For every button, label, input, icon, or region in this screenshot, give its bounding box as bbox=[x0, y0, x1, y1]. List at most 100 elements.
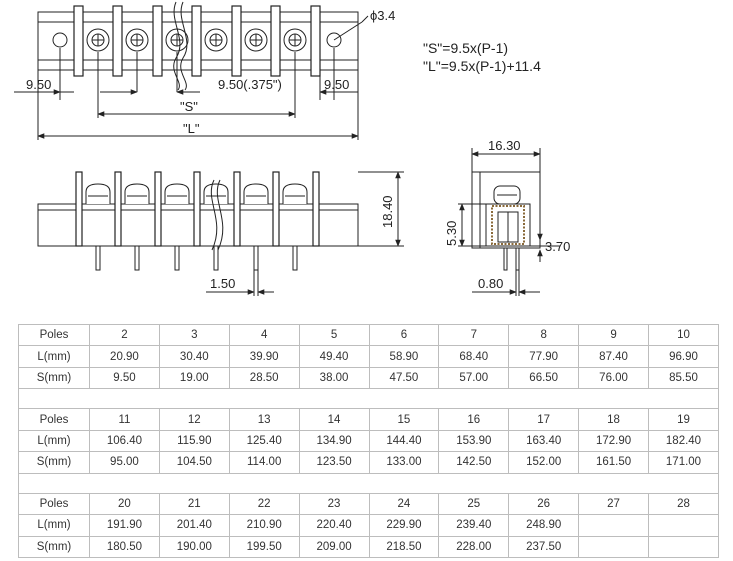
table-cell: 19 bbox=[648, 408, 719, 431]
front-view bbox=[37, 171, 404, 296]
table-cell: 11 bbox=[89, 408, 160, 431]
dim-side-offset: 3.70 bbox=[545, 239, 570, 254]
table-cell: 24 bbox=[368, 492, 440, 516]
table-cell: 152.00 bbox=[508, 451, 580, 474]
top-view bbox=[14, 1, 369, 140]
front-barriers bbox=[75, 171, 320, 247]
table-cell: 68.40 bbox=[438, 345, 510, 368]
table-cell: 28.50 bbox=[228, 366, 300, 390]
table-cell: 182.40 bbox=[648, 429, 719, 453]
table-cell: 153.90 bbox=[438, 429, 510, 453]
table-cell: 144.40 bbox=[368, 429, 440, 453]
table-cell: 22 bbox=[228, 492, 300, 516]
table-cell: 229.90 bbox=[368, 514, 440, 537]
table-cell bbox=[648, 514, 719, 537]
table-cell: 114.00 bbox=[228, 451, 300, 474]
dim-side-width: 16.30 bbox=[488, 138, 521, 153]
table-cell: 19.00 bbox=[158, 366, 230, 390]
row-label-l: L(mm) bbox=[18, 345, 90, 368]
table-cell: 25 bbox=[438, 492, 510, 516]
table-cell: 15 bbox=[368, 408, 440, 431]
side-view bbox=[458, 148, 560, 296]
table-cell: 218.50 bbox=[368, 535, 440, 559]
table-cell: 38.00 bbox=[298, 366, 370, 390]
dim-l-label: "L" bbox=[183, 121, 200, 136]
screw-heads bbox=[86, 28, 307, 52]
table-cell: 180.50 bbox=[89, 535, 160, 559]
table-cell: 199.50 bbox=[228, 535, 300, 559]
pcb-pins bbox=[95, 245, 298, 271]
dim-pitch: 9.50(.375") bbox=[218, 77, 282, 92]
table-cell: 161.50 bbox=[578, 451, 649, 474]
table-cell: 87.40 bbox=[578, 345, 649, 368]
table-cell: 47.50 bbox=[368, 366, 440, 390]
table-cell: 95.00 bbox=[89, 451, 160, 474]
table-cell: 7 bbox=[438, 323, 510, 347]
table-cell: 123.50 bbox=[298, 451, 370, 474]
row-label-s: S(mm) bbox=[18, 451, 90, 474]
table-cell: 30.40 bbox=[158, 345, 230, 368]
table-cell: 18 bbox=[578, 408, 649, 431]
table-cell: 23 bbox=[298, 492, 370, 516]
dim-left-margin: 9.50 bbox=[26, 77, 51, 92]
dim-side-pin: 0.80 bbox=[478, 276, 503, 291]
table-cell: 9.50 bbox=[89, 366, 160, 390]
table-cell: 8 bbox=[508, 323, 580, 347]
dim-s-label: "S" bbox=[180, 99, 198, 114]
table-cell: 220.40 bbox=[298, 514, 370, 537]
row-label-s: S(mm) bbox=[18, 535, 90, 559]
table-cell: 96.90 bbox=[648, 345, 719, 368]
mounting-hole-left bbox=[52, 32, 68, 48]
row-label-s: S(mm) bbox=[18, 366, 90, 390]
row-label-poles: Poles bbox=[18, 492, 90, 516]
spacer-cell bbox=[18, 472, 719, 494]
table-cell: 142.50 bbox=[438, 451, 510, 474]
table-cell: 77.90 bbox=[508, 345, 580, 368]
table-cell: 172.90 bbox=[578, 429, 649, 453]
table-cell: 14 bbox=[298, 408, 370, 431]
table-cell: 2 bbox=[89, 323, 160, 347]
table-cell: 28 bbox=[648, 492, 719, 516]
table-cell: 58.90 bbox=[368, 345, 440, 368]
table-cell: 9 bbox=[578, 323, 649, 347]
dim-right-margin: 9.50 bbox=[324, 77, 349, 92]
table-cell: 17 bbox=[508, 408, 580, 431]
table-cell: 106.40 bbox=[89, 429, 160, 453]
table-cell: 125.40 bbox=[228, 429, 300, 453]
table-cell: 16 bbox=[438, 408, 510, 431]
table-cell: 76.00 bbox=[578, 366, 649, 390]
barriers bbox=[73, 5, 321, 77]
table-cell: 3 bbox=[158, 323, 230, 347]
table-cell: 66.50 bbox=[508, 366, 580, 390]
mounting-hole-right bbox=[326, 32, 342, 48]
table-cell: 201.40 bbox=[158, 514, 230, 537]
table-cell: 13 bbox=[228, 408, 300, 431]
table-cell: 163.40 bbox=[508, 429, 580, 453]
table-cell: 209.00 bbox=[298, 535, 370, 559]
table-cell: 49.40 bbox=[298, 345, 370, 368]
table-cell bbox=[648, 535, 719, 559]
table-cell: 248.90 bbox=[508, 514, 580, 537]
table-cell: 190.00 bbox=[158, 535, 230, 559]
table-cell: 21 bbox=[158, 492, 230, 516]
table-cell: 20 bbox=[89, 492, 160, 516]
dim-diameter: ϕ3.4 bbox=[370, 8, 395, 23]
technical-drawing: ϕ3.4 9.50 9.50(.375") 9.50 "S" "L" bbox=[14, 1, 570, 296]
table-cell: 5 bbox=[298, 323, 370, 347]
table-cell: 4 bbox=[228, 323, 300, 347]
table-cell: 85.50 bbox=[648, 366, 719, 390]
formula-l: "L"=9.5x(P-1)+11.4 bbox=[423, 58, 541, 74]
table-cell: 12 bbox=[158, 408, 230, 431]
table-cell: 133.00 bbox=[368, 451, 440, 474]
table-cell: 237.50 bbox=[508, 535, 580, 559]
table-cell: 10 bbox=[648, 323, 719, 347]
